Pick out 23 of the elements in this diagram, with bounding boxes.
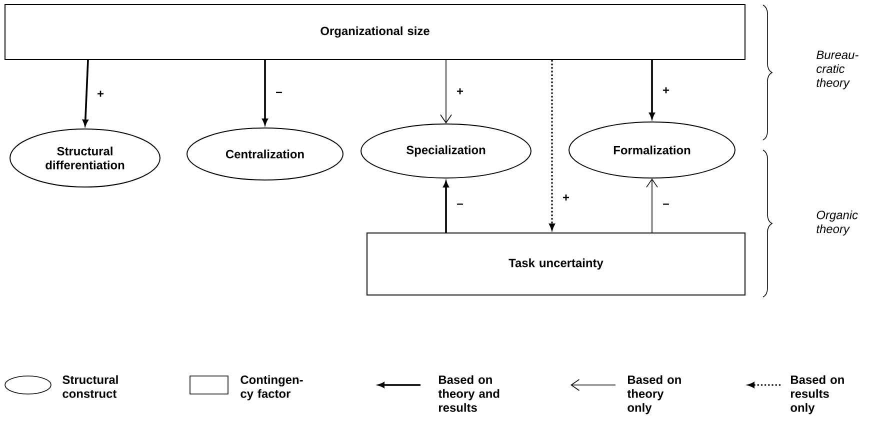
factor-box: Organizational size	[4, 4, 746, 60]
legend-text: Contingen- cy factor	[240, 375, 303, 400]
edge-label: –	[276, 92, 282, 94]
arrow	[262, 60, 268, 125]
arrow	[549, 60, 555, 230]
edge-label: +	[563, 194, 570, 201]
arrow	[440, 60, 452, 124]
legend-text: Structural construct	[62, 375, 118, 398]
edge-label: –	[457, 204, 463, 205]
edge-label: +	[98, 90, 104, 97]
legend-text: Based on theory and results	[438, 375, 500, 412]
arrow	[649, 60, 655, 119]
edge-label: –	[663, 204, 669, 205]
factor-box: Task uncertainty	[366, 232, 746, 296]
theory-label: Bureau- cratic theory	[816, 50, 858, 90]
arrow	[82, 60, 89, 126]
edge-label: +	[663, 87, 669, 94]
edge-label: +	[457, 88, 464, 94]
legend-text: Based on results only	[790, 375, 844, 414]
theory-label: Organic theory	[816, 210, 858, 236]
arrow	[443, 181, 449, 232]
arrow	[646, 178, 658, 233]
legend-text: Based on theory only	[627, 375, 681, 414]
